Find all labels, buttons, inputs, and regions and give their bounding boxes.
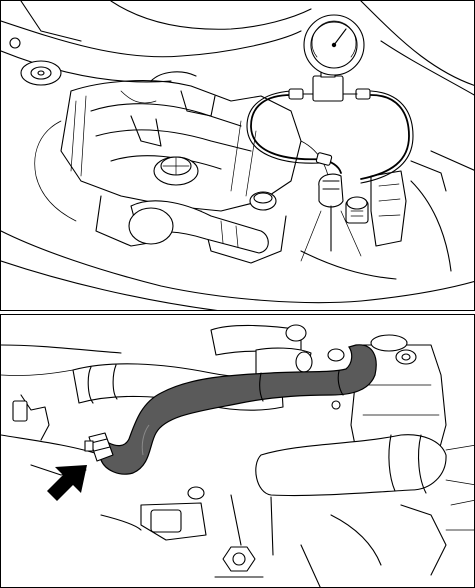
hood-outline (1, 1, 474, 310)
gauge-hose-loop (246, 90, 414, 184)
pressure-gauge-icon (302, 14, 365, 102)
hex-bolt (214, 546, 264, 578)
air-intake-tube (128, 200, 269, 254)
large-hose-right (255, 434, 474, 497)
strut-tower-left (20, 60, 62, 86)
oil-filler-cap (153, 156, 199, 186)
bolt-left (9, 37, 21, 49)
bottom-bracket (100, 486, 274, 556)
hose-detail-drawing (1, 324, 474, 587)
radiator-hoses-top (210, 324, 313, 378)
highlighted-hose (100, 344, 377, 475)
reservoir-cap-2 (345, 196, 369, 224)
arrow-icon (47, 465, 87, 501)
reservoir-cap-1 (249, 191, 277, 211)
hose-detail-panel (0, 314, 475, 588)
engine-bay-drawing (1, 1, 474, 310)
fuel-test-port (300, 173, 362, 262)
bottom-right-parts (300, 500, 474, 587)
right-side-components (300, 160, 447, 280)
hose-clamp (84, 432, 114, 462)
component-left-bracket (1, 344, 122, 476)
hose-fitting-1 (288, 88, 371, 166)
engine-bay-panel (0, 0, 475, 311)
